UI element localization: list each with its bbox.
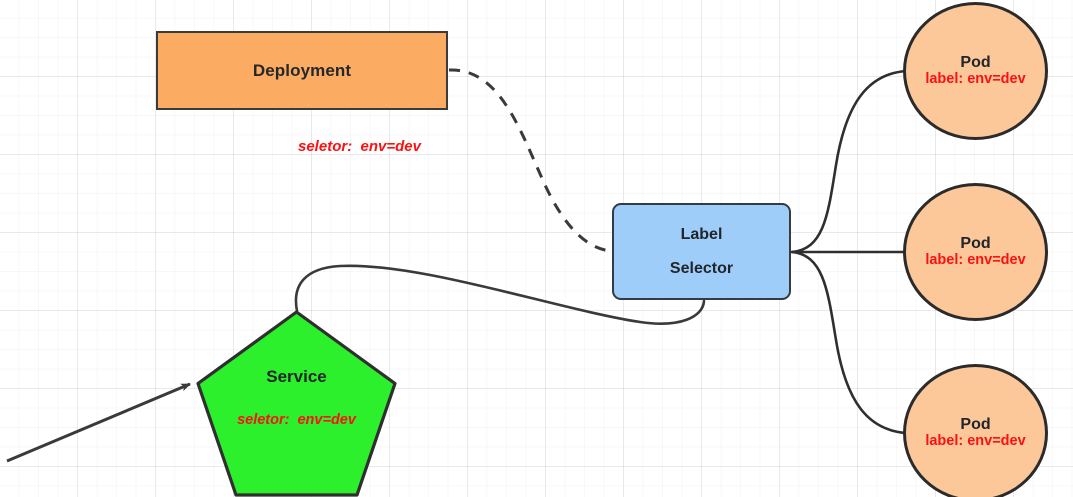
node-deployment-label: Deployment [252, 60, 352, 80]
node-label-selector[interactable]: Label Selector [612, 203, 791, 300]
pentagon-shape [196, 310, 397, 497]
node-label-selector-line2: Selector [669, 259, 734, 277]
edge-label-selector-to-pod-3 [790, 250, 908, 435]
node-service[interactable]: Service seletor: env=dev [196, 310, 397, 497]
node-deployment[interactable]: Deployment [156, 31, 448, 110]
node-pod[interactable]: Pod label: env=dev [903, 364, 1048, 497]
node-label-selector-line1: Label [680, 225, 723, 243]
node-pod-selector-label: label: env=dev [925, 71, 1026, 88]
node-pod-selector-label: label: env=dev [925, 252, 1026, 269]
node-pod[interactable]: Pod label: env=dev [903, 183, 1048, 321]
node-pod-label: Pod [960, 234, 991, 252]
edge-deployment-to-label-selector [448, 68, 612, 253]
edge-label-selector-to-pod-1 [790, 69, 908, 254]
deployment-selector-annotation: seletor: env=dev [298, 138, 421, 155]
node-service-label: Service [266, 367, 327, 386]
node-pod-label: Pod [960, 415, 991, 433]
node-service-selector: seletor: env=dev [237, 412, 356, 428]
node-pod-label: Pod [960, 53, 991, 71]
node-pod[interactable]: Pod label: env=dev [903, 2, 1048, 140]
edge-external-to-service [6, 382, 191, 463]
node-pod-selector-label: label: env=dev [925, 433, 1026, 450]
